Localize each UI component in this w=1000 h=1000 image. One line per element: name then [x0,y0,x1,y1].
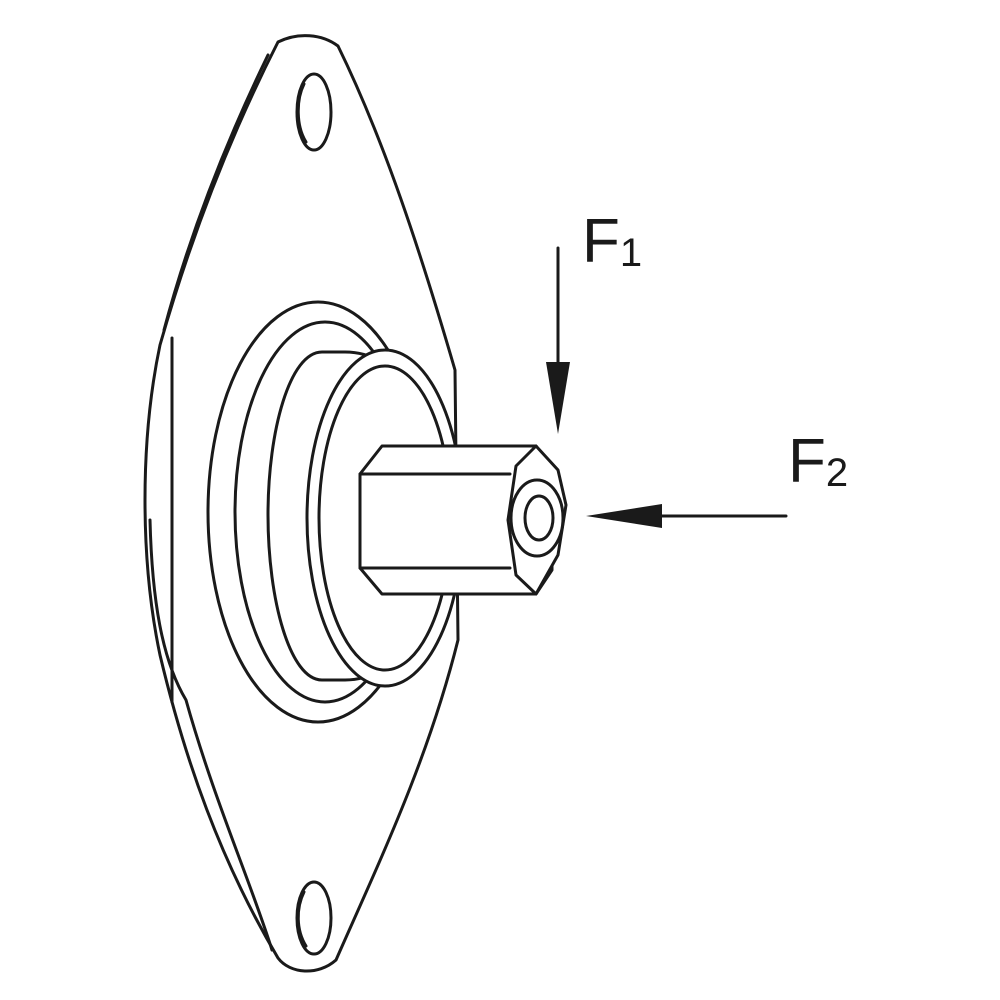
mounting-hole-bottom [295,880,333,956]
force-arrow-f2 [586,504,788,528]
force-label-f1: F1 [582,207,642,276]
force-label-f2: F2 [788,427,848,496]
threaded-hole-inner [523,494,555,542]
mounting-hole-top [295,72,333,152]
flange-edge [148,53,274,952]
force-arrow-f1 [546,246,570,434]
